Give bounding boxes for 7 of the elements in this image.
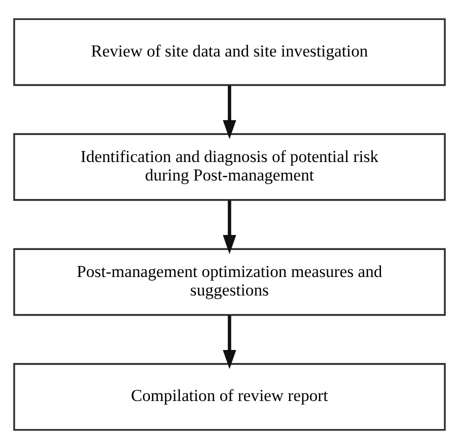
node-box: Post-management optimization measures and suggestions (13, 248, 446, 316)
node-box: Compilation of review report (13, 362, 446, 430)
arrow (222, 84, 236, 139)
arrow (222, 200, 236, 254)
arrow (222, 314, 236, 369)
node-box: Review of site data and site investigation (13, 18, 446, 86)
node-box: Identification and diagnosis of potential risk during Post-management (13, 132, 446, 200)
